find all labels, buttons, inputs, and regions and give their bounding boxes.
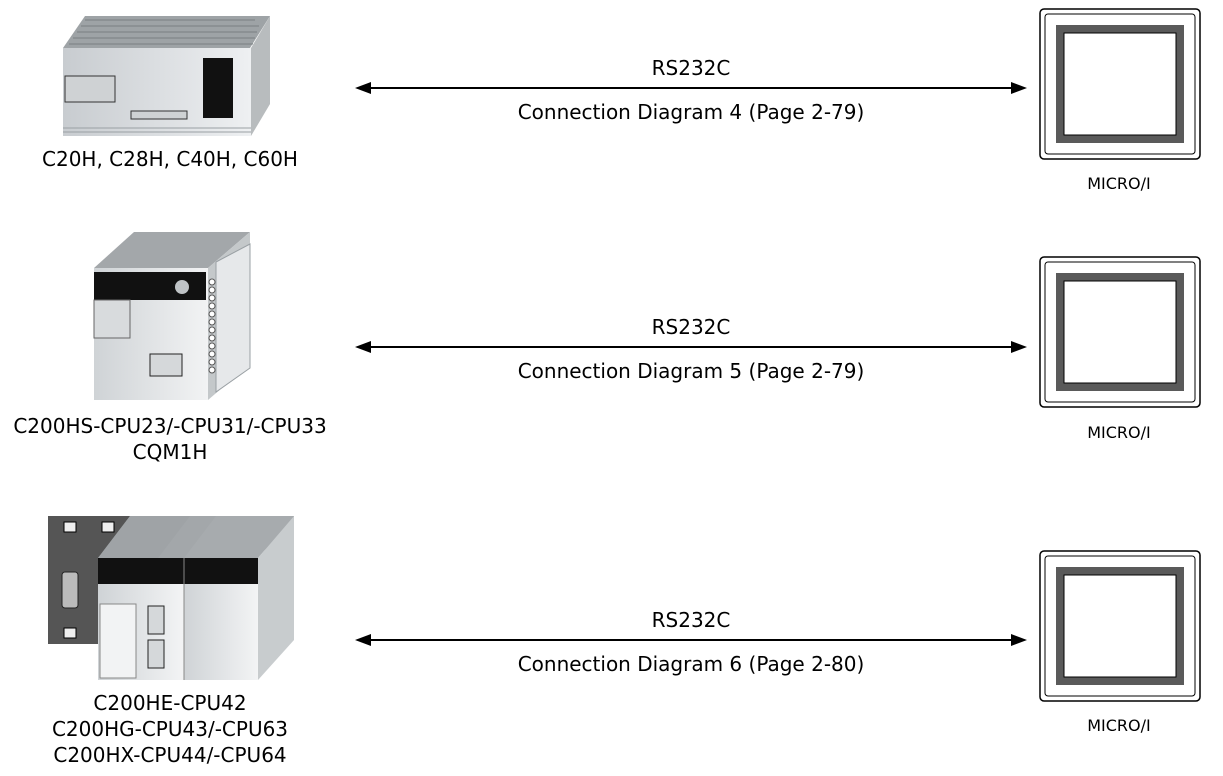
plc-c-series-icon — [63, 16, 270, 136]
connection-diagram-link[interactable]: Connection Diagram 5 (Page 2-79) — [517, 359, 865, 383]
hmi-label: MICRO/I — [1087, 716, 1151, 735]
plc-c200hs-icon — [93, 232, 251, 400]
micro-i-touchscreen-icon — [1039, 8, 1201, 160]
bidirectional-arrow-icon — [355, 341, 1027, 353]
plc-model-label: C20H, C28H, C40H, C60H — [42, 147, 298, 171]
link-protocol-label: RS232C — [651, 56, 731, 80]
connection-diagram-link[interactable]: Connection Diagram 6 (Page 2-80) — [517, 652, 865, 676]
link-protocol-label: RS232C — [651, 608, 731, 632]
bidirectional-arrow-icon — [355, 82, 1027, 94]
plc-model-label: C200HE-CPU42 C200HG-CPU43/-CPU63 C200HX-… — [51, 691, 289, 767]
plc-model-label: C200HS-CPU23/-CPU31/-CPU33 CQM1H — [13, 414, 327, 464]
hmi-label: MICRO/I — [1087, 174, 1151, 193]
micro-i-touchscreen-icon — [1039, 550, 1201, 702]
micro-i-touchscreen-icon — [1039, 256, 1201, 408]
bidirectional-arrow-icon — [355, 634, 1027, 646]
plc-c200h-rack-icon — [48, 516, 294, 680]
hmi-label: MICRO/I — [1087, 423, 1151, 442]
link-protocol-label: RS232C — [651, 315, 731, 339]
connection-diagram-link[interactable]: Connection Diagram 4 (Page 2-79) — [517, 100, 865, 124]
